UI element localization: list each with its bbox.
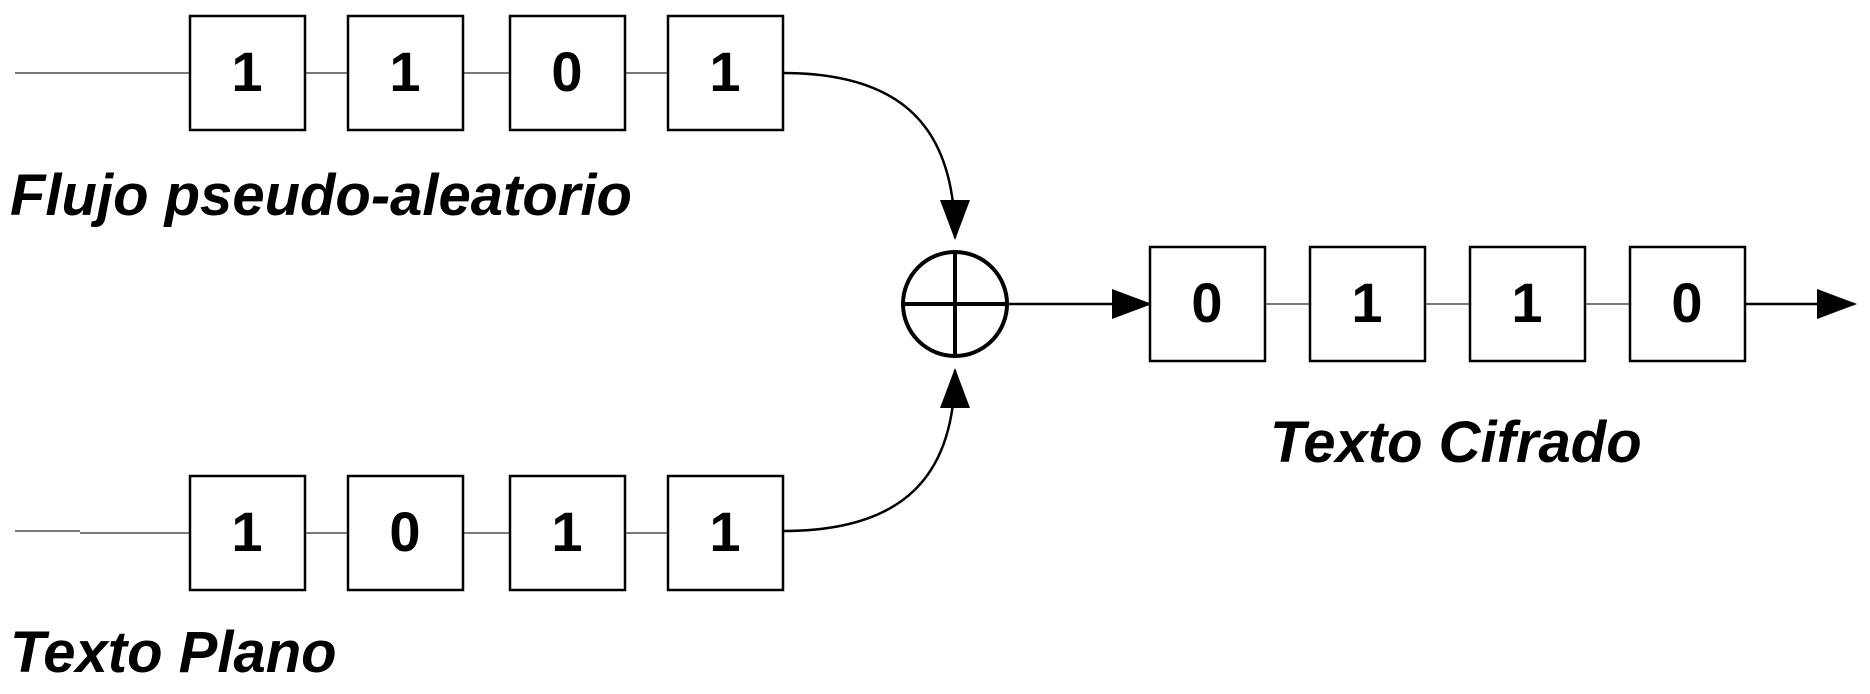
plaintext-bit-cell: 1 [508,474,627,592]
keystream-label: Flujo pseudo-aleatorio [10,163,632,228]
keystream-bit: 1 [709,40,740,103]
keystream-row: 1 1 0 1 Flujo pseudo-aleatorio [10,14,785,228]
keystream-bit: 0 [551,40,582,103]
plaintext-row: 1 0 1 1 Texto Plano [10,474,785,685]
ciphertext-row: 0 1 1 0 Texto Cifrado [1148,245,1857,475]
plaintext-bit: 0 [389,500,420,563]
ciphertext-bit-cell: 0 [1628,245,1747,363]
ciphertext-bit: 0 [1671,271,1702,334]
keystream-bit-cell: 1 [346,14,465,132]
ciphertext-bit-cell: 1 [1468,245,1587,363]
plaintext-bit-cell: 0 [346,474,465,592]
plaintext-to-xor-arrow [782,368,970,533]
keystream-bit: 1 [231,40,262,103]
plaintext-bit: 1 [709,500,740,563]
keystream-bit-cell: 1 [666,14,785,132]
ciphertext-bit: 1 [1351,271,1382,334]
plaintext-bit: 1 [551,500,582,563]
keystream-bit-cell: 0 [508,14,627,132]
plaintext-bit-cell: 1 [188,474,307,592]
ciphertext-bit: 1 [1511,271,1542,334]
ciphertext-bit-cell: 1 [1308,245,1427,363]
keystream-to-xor-arrow [782,71,970,240]
plaintext-label: Texto Plano [10,620,337,685]
plaintext-bit-cell: 1 [666,474,785,592]
keystream-bit-cell: 1 [188,14,307,132]
plaintext-bit: 1 [231,500,262,563]
keystream-bit: 1 [389,40,420,103]
ciphertext-label: Texto Cifrado [1270,410,1642,475]
ciphertext-bit-cell: 0 [1148,245,1267,363]
ciphertext-bit: 0 [1191,271,1222,334]
xor-circle-plus-icon [901,250,1009,358]
